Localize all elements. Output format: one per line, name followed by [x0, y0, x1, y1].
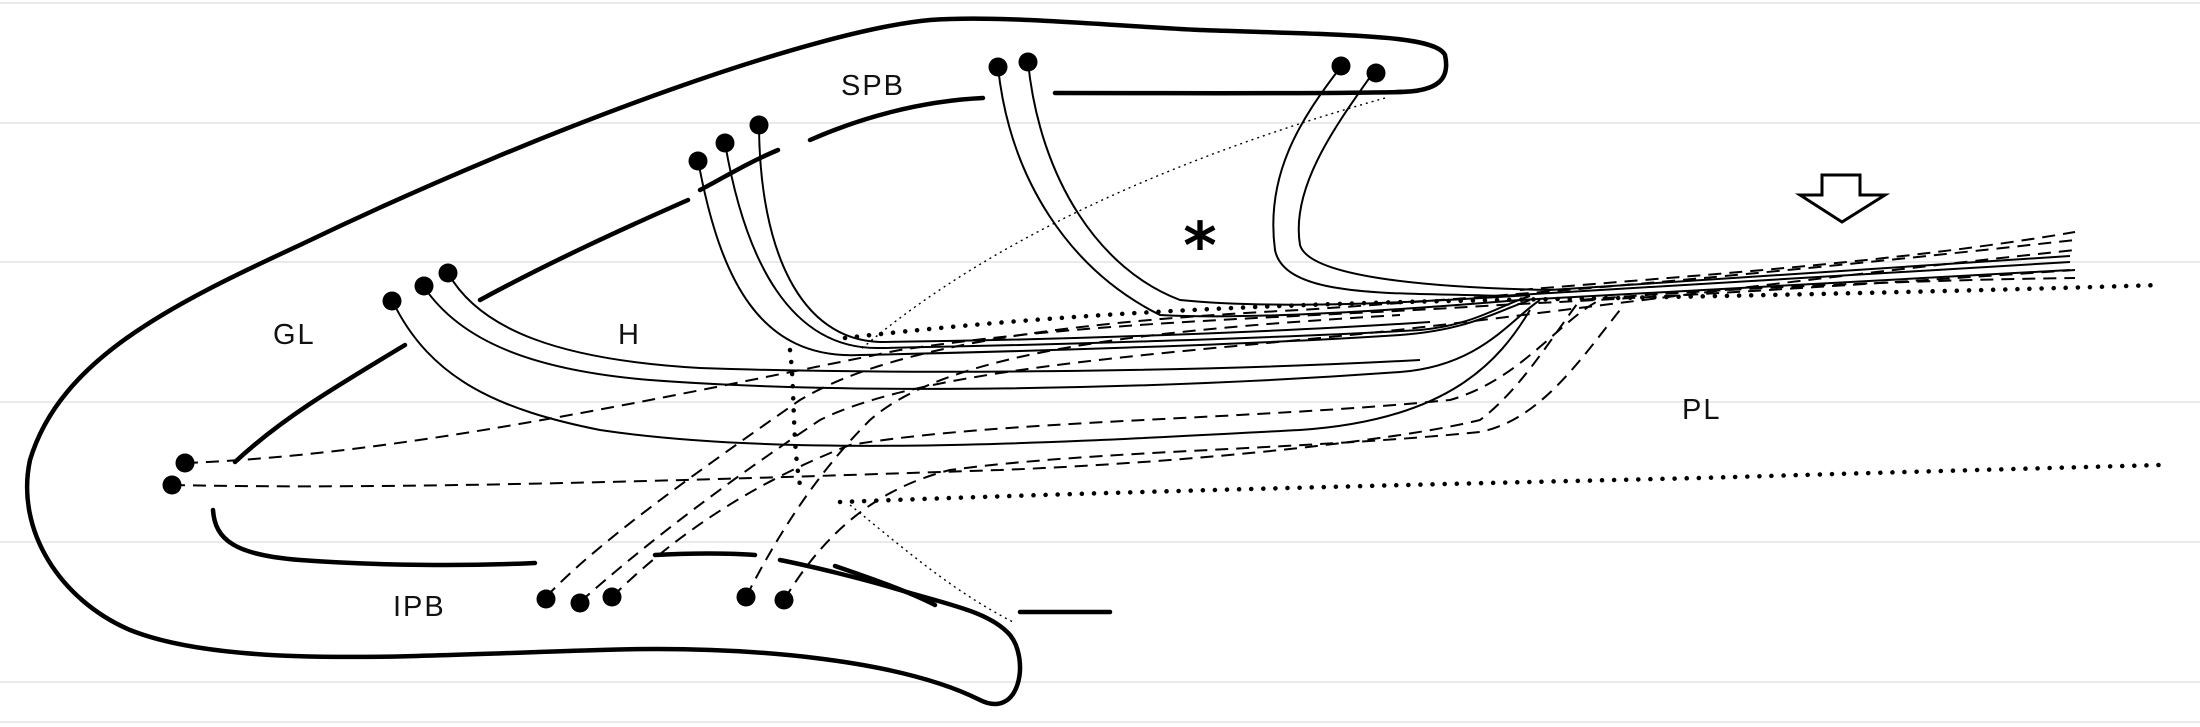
neuron-cell-bodies: [162, 52, 1386, 613]
neuron-soma: [1366, 63, 1386, 83]
down-arrow-outline-icon: [1794, 173, 1891, 224]
outer-outline: [24, 16, 1449, 707]
neuron-soma: [162, 475, 182, 495]
neuron-soma: [988, 57, 1008, 77]
layer-dotted-boundaries: [787, 282, 2163, 505]
neuron-soma: [570, 593, 590, 613]
label-pl: PL: [1682, 394, 1721, 426]
dashed-axons: [171, 231, 2076, 603]
label-asterisk: *: [1183, 210, 1216, 284]
label-ipb: IPB: [393, 591, 446, 623]
neuron-soma: [749, 115, 769, 135]
neuron-soma: [382, 291, 402, 311]
neuron-soma: [715, 133, 735, 153]
neuron-soma: [175, 453, 195, 473]
fine-reference-lines: [849, 97, 1386, 624]
neuron-soma: [1018, 52, 1038, 72]
label-gl: GL: [273, 319, 316, 351]
neuron-soma: [1331, 56, 1351, 76]
neuron-soma: [438, 263, 458, 283]
neuron-soma: [414, 276, 434, 296]
granule-layer-boundary: [210, 89, 1405, 615]
label-h: H: [618, 319, 641, 351]
neuron-soma: [774, 590, 794, 610]
neuron-soma: [736, 587, 756, 607]
label-spb: SPB: [841, 70, 905, 102]
neuron-soma: [688, 151, 708, 171]
neuron-soma: [536, 589, 556, 609]
solid-axons: [391, 61, 2071, 447]
neuron-soma: [602, 587, 622, 607]
